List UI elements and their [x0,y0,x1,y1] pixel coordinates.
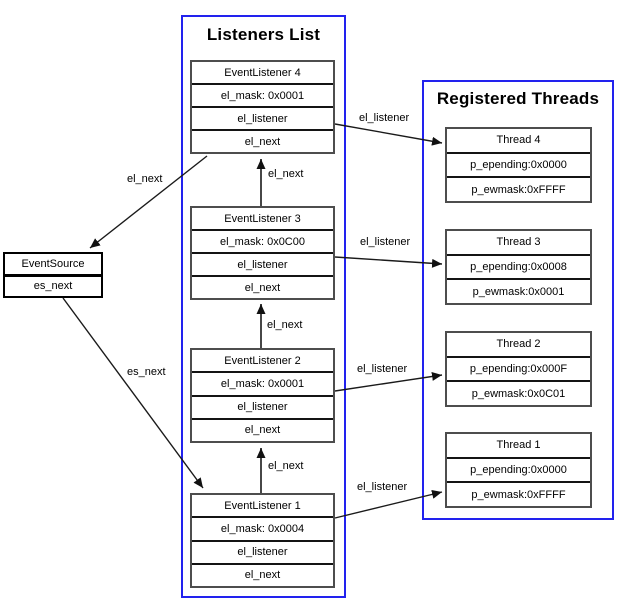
record-title-cell: EventListener 4 [224,66,301,79]
eventlistener-1-box: EventListener 1 el_mask: 0x0004 el_liste… [190,493,335,588]
record-field-cell: p_epending:0x000F [447,355,590,381]
edge-label-el-listener-2: el_listener [357,363,408,375]
edge-el4-listener-to-thread4 [334,123,443,146]
record-field-cell: el_mask: 0x0001 [192,371,333,394]
record-field-cell: p_ewmask:0xFFFF [447,176,590,201]
edge-label-el-next-2-3: el_next [267,319,303,331]
thread-2-box: Thread 2 p_epending:0x000F p_ewmask:0x0C… [445,331,592,407]
record-title-cell: Thread 4 [496,134,541,147]
edge-label-el-listener-1: el_listener [357,481,408,493]
edge-eventsource-esnext-to-el1 [62,297,204,489]
eventlistener-2-box: EventListener 2 el_mask: 0x0001 el_liste… [190,348,335,443]
record-field-cell: el_next [192,562,333,586]
eventsource-box: EventSource es_next [3,252,103,298]
record-field-cell: el_mask: 0x0C00 [192,229,333,252]
registered-threads-title: Registered Threads [436,89,600,108]
edge-label-el-next-top: el_next [127,173,163,185]
thread-4-box: Thread 4 p_epending:0x0000 p_ewmask:0xFF… [445,127,592,203]
record-field-cell: p_ewmask:0x0C01 [447,380,590,405]
edge-label-es-next: es_next [127,366,166,378]
edge-el1-listener-to-thread1 [334,489,443,519]
record-field-cell: p_ewmask:0xFFFF [447,481,590,506]
eventlistener-4-box: EventListener 4 el_mask: 0x0001 el_liste… [190,60,335,154]
record-title-cell: Thread 3 [496,236,541,249]
record-title-cell: EventSource [21,257,85,270]
record-field-cell: el_listener [192,539,333,563]
record-field-cell: p_epending:0x0000 [447,456,590,482]
record-field-cell: el_listener [192,106,333,129]
thread-3-box: Thread 3 p_epending:0x0008 p_ewmask:0x00… [445,229,592,305]
record-title-cell: Thread 2 [496,338,541,351]
record-field-cell: el_listener [192,252,333,275]
edge-el2-listener-to-thread2 [334,372,443,392]
listeners-list-container: Listeners List [181,15,346,598]
record-field-cell: el_listener [192,394,333,418]
record-field-cell: p_ewmask:0x0001 [447,278,590,303]
record-field-cell: el_next [192,275,333,298]
thread-1-box: Thread 1 p_epending:0x0000 p_ewmask:0xFF… [445,432,592,508]
edge-label-el-listener-3: el_listener [360,236,411,248]
edge-el3-listener-to-thread3 [334,256,443,268]
record-title-cell: EventListener 2 [224,354,301,367]
eventlistener-3-box: EventListener 3 el_mask: 0x0C00 el_liste… [190,206,335,300]
record-field-cell: el_mask: 0x0001 [192,83,333,106]
record-field-cell: el_next [192,129,333,152]
listeners-list-title: Listeners List [206,25,321,44]
record-field-cell: p_epending:0x0008 [447,253,590,279]
edge-label-el-next-3-4: el_next [268,168,304,180]
record-title-cell: EventListener 1 [224,499,301,512]
record-field-cell: el_mask: 0x0004 [192,516,333,539]
edge-label-el-listener-4: el_listener [359,112,410,124]
edge-el4-next-to-eventsource [89,155,208,249]
registered-threads-container: Registered Threads [422,80,614,520]
record-title-cell: Thread 1 [496,439,541,452]
record-field-cell: es_next [5,273,101,297]
edge-label-el-next-1-2: el_next [268,460,304,472]
record-field-cell: p_epending:0x0000 [447,151,590,177]
record-field-cell: el_next [192,417,333,441]
record-title-cell: EventListener 3 [224,212,301,225]
